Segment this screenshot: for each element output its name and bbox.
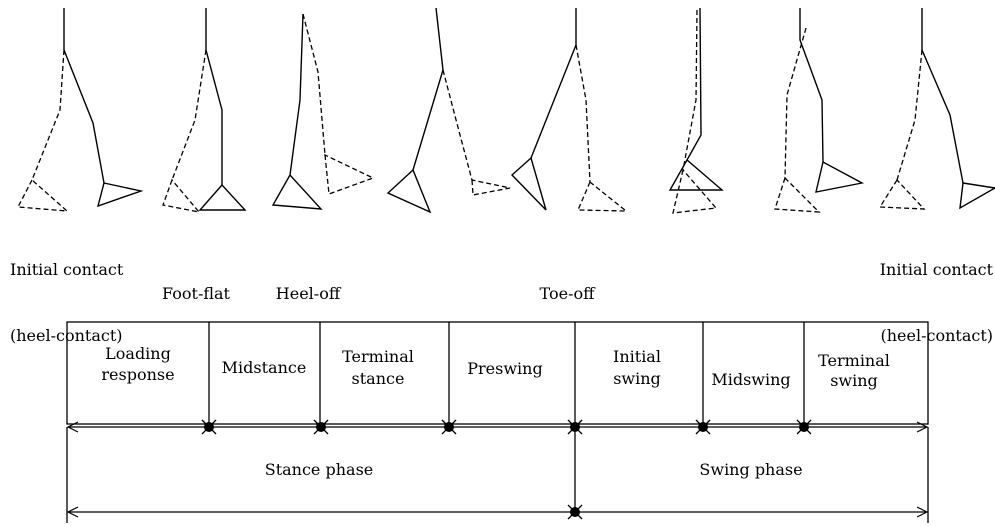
leg-figures	[16, 7, 995, 214]
leg-figure-foot-flat	[162, 8, 247, 213]
leg-figure-toe-off	[510, 8, 628, 212]
subphase-terminal-swing-line2: swing	[830, 371, 878, 390]
event-heel-contact-right: (heel-contact)	[880, 326, 993, 345]
event-heel-off: Heel-off	[276, 284, 342, 303]
marker-phase-toe-off	[567, 504, 583, 520]
event-markers	[201, 419, 812, 435]
subphase-terminal-stance-line1: Terminal	[342, 347, 414, 366]
swing-phase-label: Swing phase	[699, 460, 802, 479]
event-initial-contact-left: Initial contact	[10, 260, 124, 279]
event-toe-off: Toe-off	[540, 284, 597, 303]
subphase-loading-response-line2: response	[101, 365, 174, 384]
subphase-loading-response-line1: Loading	[105, 344, 171, 363]
subphase-initial-swing-line2: swing	[613, 369, 661, 388]
marker-heel-off	[313, 419, 329, 435]
marker-preswing	[441, 419, 457, 435]
subphase-terminal-swing-line1: Terminal	[818, 351, 890, 370]
subphase-midswing: Midswing	[711, 370, 790, 389]
marker-foot-flat	[201, 419, 217, 435]
stance-phase-label: Stance phase	[265, 460, 374, 479]
event-foot-flat: Foot-flat	[162, 284, 231, 303]
event-heel-contact-left: (heel-contact)	[10, 326, 123, 345]
leg-figure-initial-swing	[668, 7, 724, 214]
subphase-preswing: Preswing	[467, 359, 542, 378]
subphase-terminal-stance-line2: stance	[352, 369, 405, 388]
event-initial-contact-right: Initial contact	[880, 260, 994, 279]
leg-figure-terminal-stance	[386, 7, 511, 214]
subphase-midstance: Midstance	[222, 358, 307, 377]
marker-terminal-swing	[796, 419, 812, 435]
leg-figure-initial-contact-end	[878, 8, 995, 210]
marker-midswing	[695, 419, 711, 435]
leg-figure-initial-contact	[16, 8, 144, 212]
subphase-initial-swing-line1: Initial	[613, 347, 661, 366]
leg-figure-midswing	[774, 8, 865, 213]
leg-figure-heel-off	[271, 13, 375, 210]
